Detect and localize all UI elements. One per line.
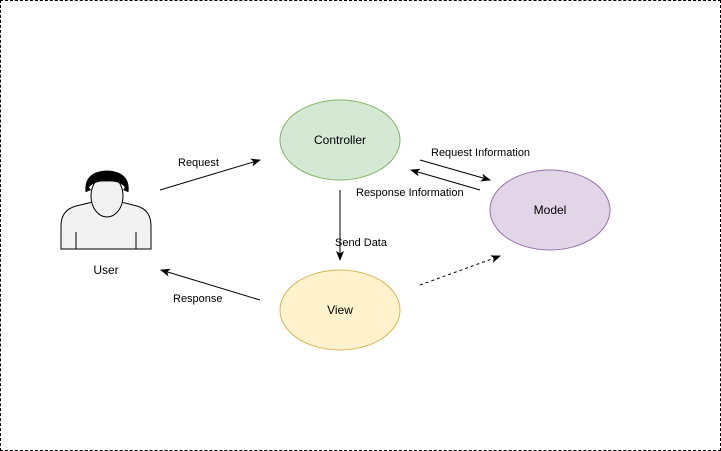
view-model-dashed-arrow <box>419 255 501 286</box>
controller-label: Controller <box>314 133 366 147</box>
response-arrow <box>160 268 261 301</box>
response-information-label: Response Information <box>356 187 464 199</box>
view-ellipse <box>279 269 401 351</box>
view-label: View <box>327 303 353 317</box>
request-label: Request <box>178 157 219 169</box>
response-information-arrow <box>410 168 481 191</box>
send-data-label: Send Data <box>335 237 388 249</box>
response-label: Response <box>173 293 223 305</box>
model-node[interactable]: Model <box>489 169 611 251</box>
user-label: User <box>93 263 118 277</box>
view-node[interactable]: View <box>279 269 401 351</box>
controller-node[interactable]: Controller <box>279 99 401 181</box>
request-information-arrow <box>419 159 491 182</box>
model-label: Model <box>534 203 567 217</box>
request-information-label: Request Information <box>431 147 530 159</box>
request-arrow <box>159 158 261 191</box>
model-ellipse <box>489 169 611 251</box>
user-icon <box>60 170 152 250</box>
controller-ellipse <box>279 99 401 181</box>
